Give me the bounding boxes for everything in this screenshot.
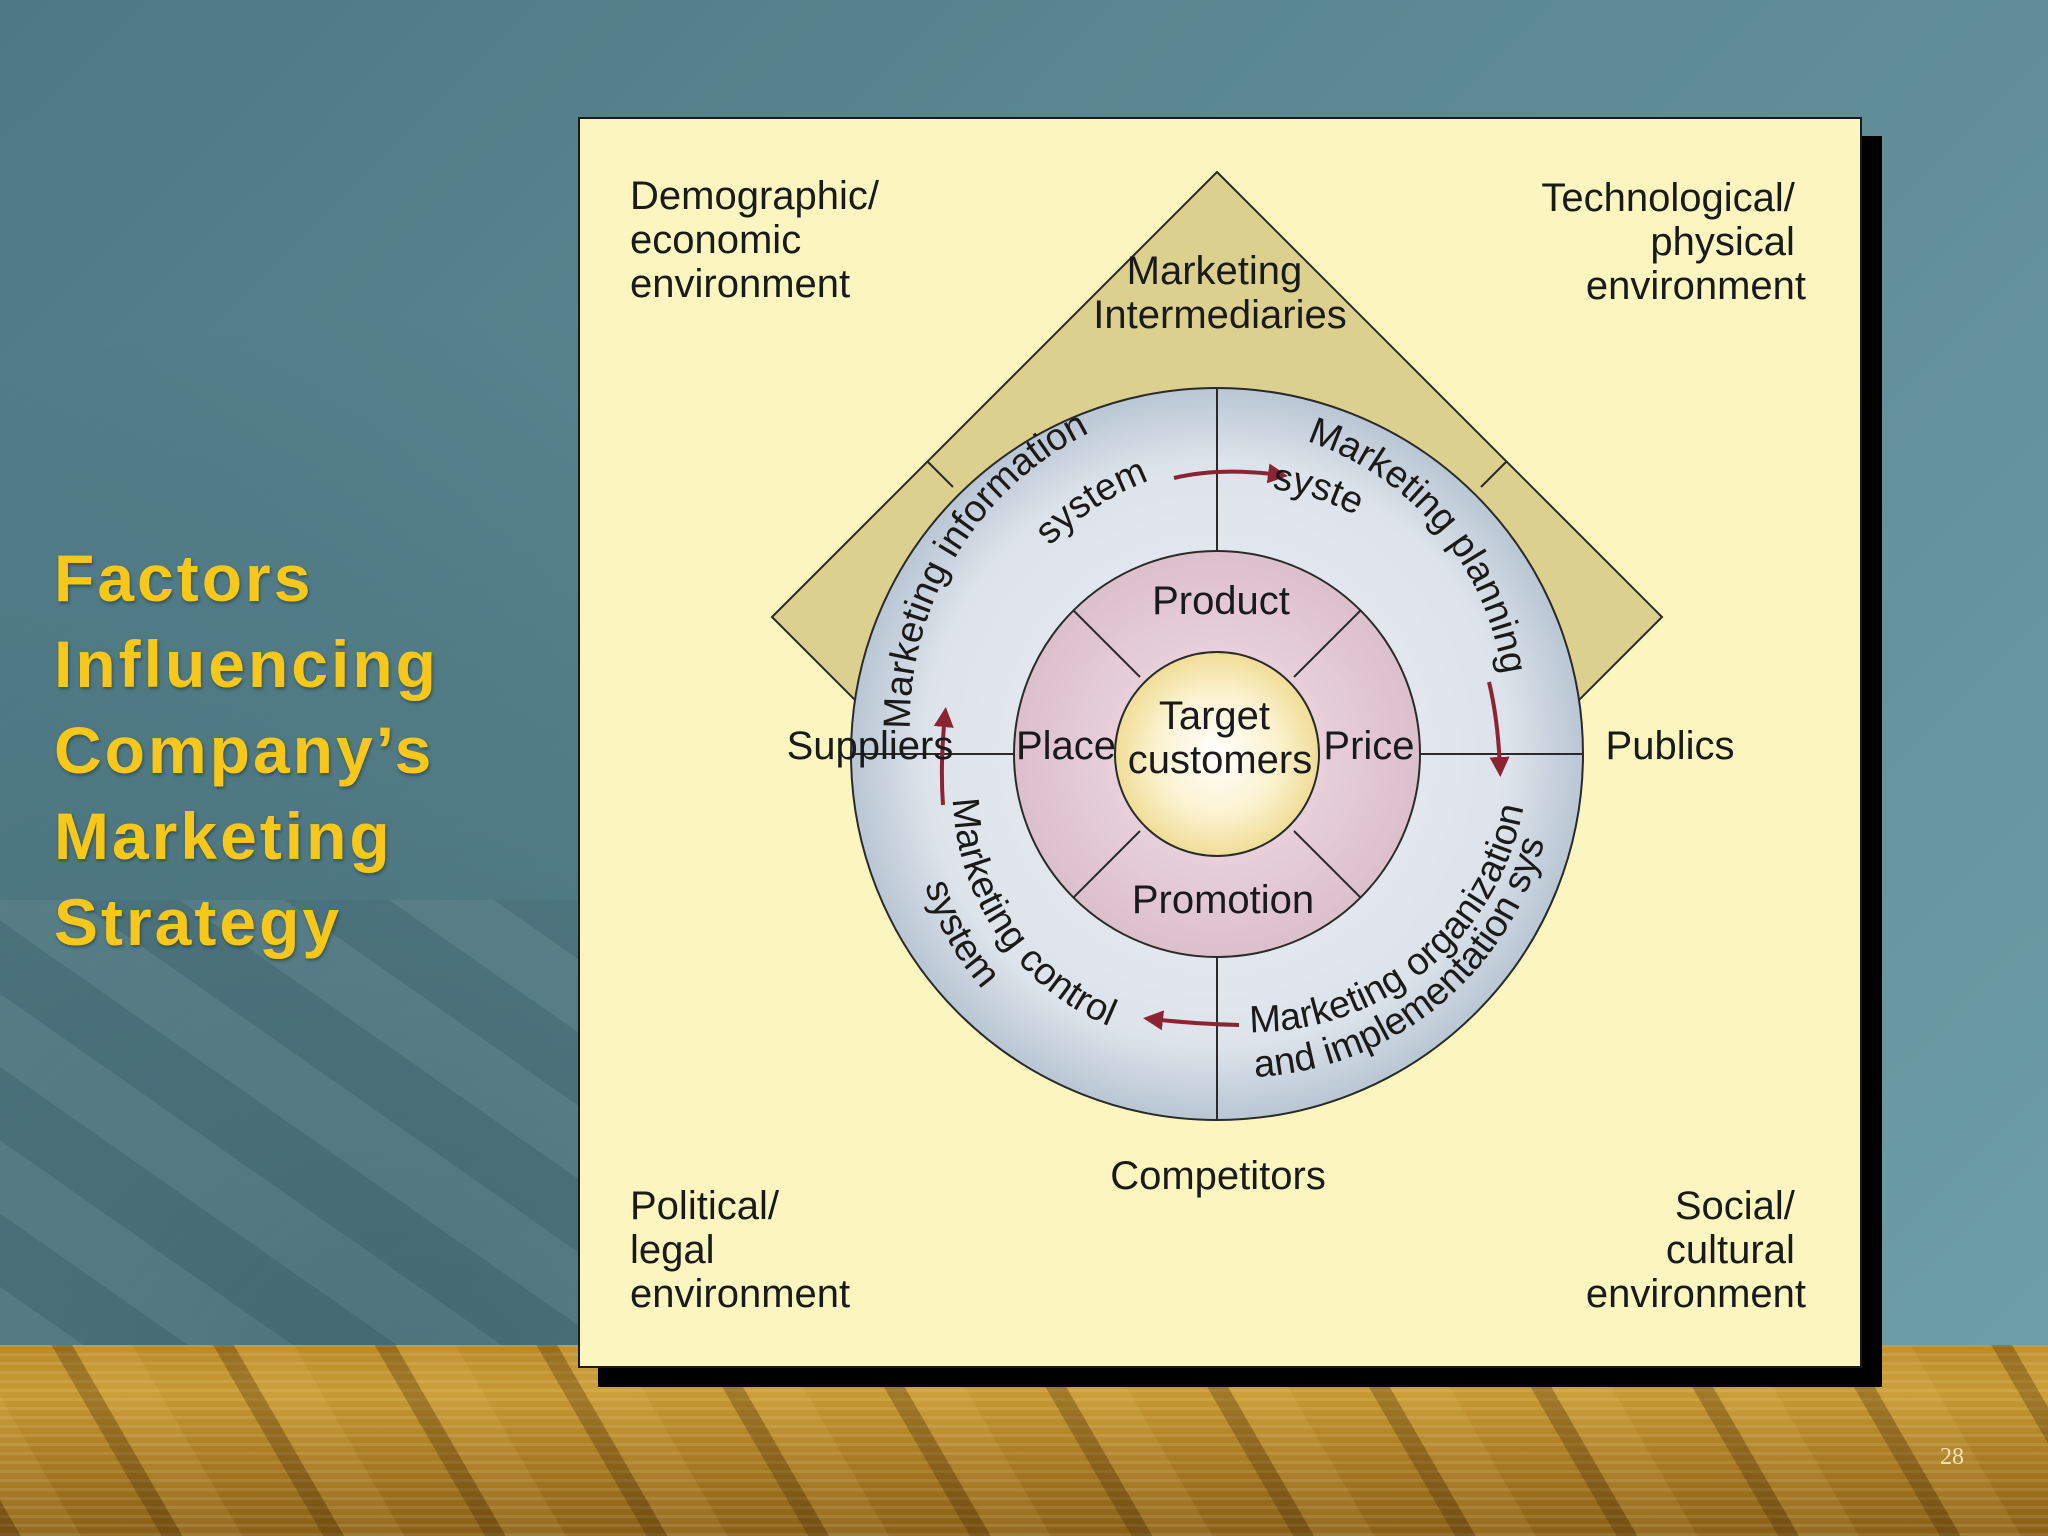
title-line: Strategy bbox=[54, 885, 343, 959]
corner-label-bottom-left: Political/ legal environment bbox=[630, 1184, 850, 1316]
label-promotion: Promotion bbox=[1132, 878, 1314, 922]
mix-divider bbox=[1072, 609, 1141, 678]
title-line: Company’s bbox=[54, 713, 435, 787]
title-line: Factors bbox=[54, 541, 314, 615]
background-keyboard-texture bbox=[0, 900, 600, 1360]
corner-label-top-right: Technological/ physical environment bbox=[1541, 176, 1806, 308]
mix-divider bbox=[1072, 830, 1141, 899]
cycle-arrow-up-icon bbox=[933, 707, 954, 806]
label-publics: Publics bbox=[1606, 724, 1735, 768]
corner-label-bottom-right: Social/ cultural environment bbox=[1586, 1184, 1806, 1316]
cycle-arrow-down-icon bbox=[1487, 681, 1510, 777]
label-competitors: Competitors bbox=[1110, 1154, 1326, 1198]
label-price: Price bbox=[1323, 724, 1414, 768]
cycle-arrow-right-icon bbox=[1173, 463, 1288, 484]
diamond-divider bbox=[1480, 461, 1507, 488]
page-number: 28 bbox=[1940, 1444, 1964, 1470]
label-marketing-intermediaries: Marketing Intermediaries bbox=[1093, 249, 1346, 337]
mix-divider bbox=[1293, 830, 1362, 899]
corner-label-top-left: Demographic/ economic environment bbox=[630, 174, 890, 306]
slide-title: Factors Influencing Company’s Marketing … bbox=[54, 535, 574, 965]
marketing-environment-diagram: Demographic/ economic environment Techno… bbox=[578, 117, 1862, 1368]
title-line: Influencing bbox=[54, 627, 439, 701]
label-target-customers: Target customers bbox=[1128, 694, 1313, 782]
label-product: Product bbox=[1152, 579, 1290, 623]
label-place: Place bbox=[1016, 724, 1116, 768]
label-suppliers: Suppliers bbox=[787, 724, 954, 768]
target-customers-circle bbox=[1114, 651, 1320, 857]
cycle-arrow-left-icon bbox=[1143, 1010, 1240, 1031]
title-line: Marketing bbox=[54, 799, 393, 873]
diagram-canvas: Demographic/ economic environment Techno… bbox=[580, 119, 1806, 1316]
diamond-divider bbox=[927, 461, 954, 488]
mix-divider bbox=[1293, 609, 1362, 678]
